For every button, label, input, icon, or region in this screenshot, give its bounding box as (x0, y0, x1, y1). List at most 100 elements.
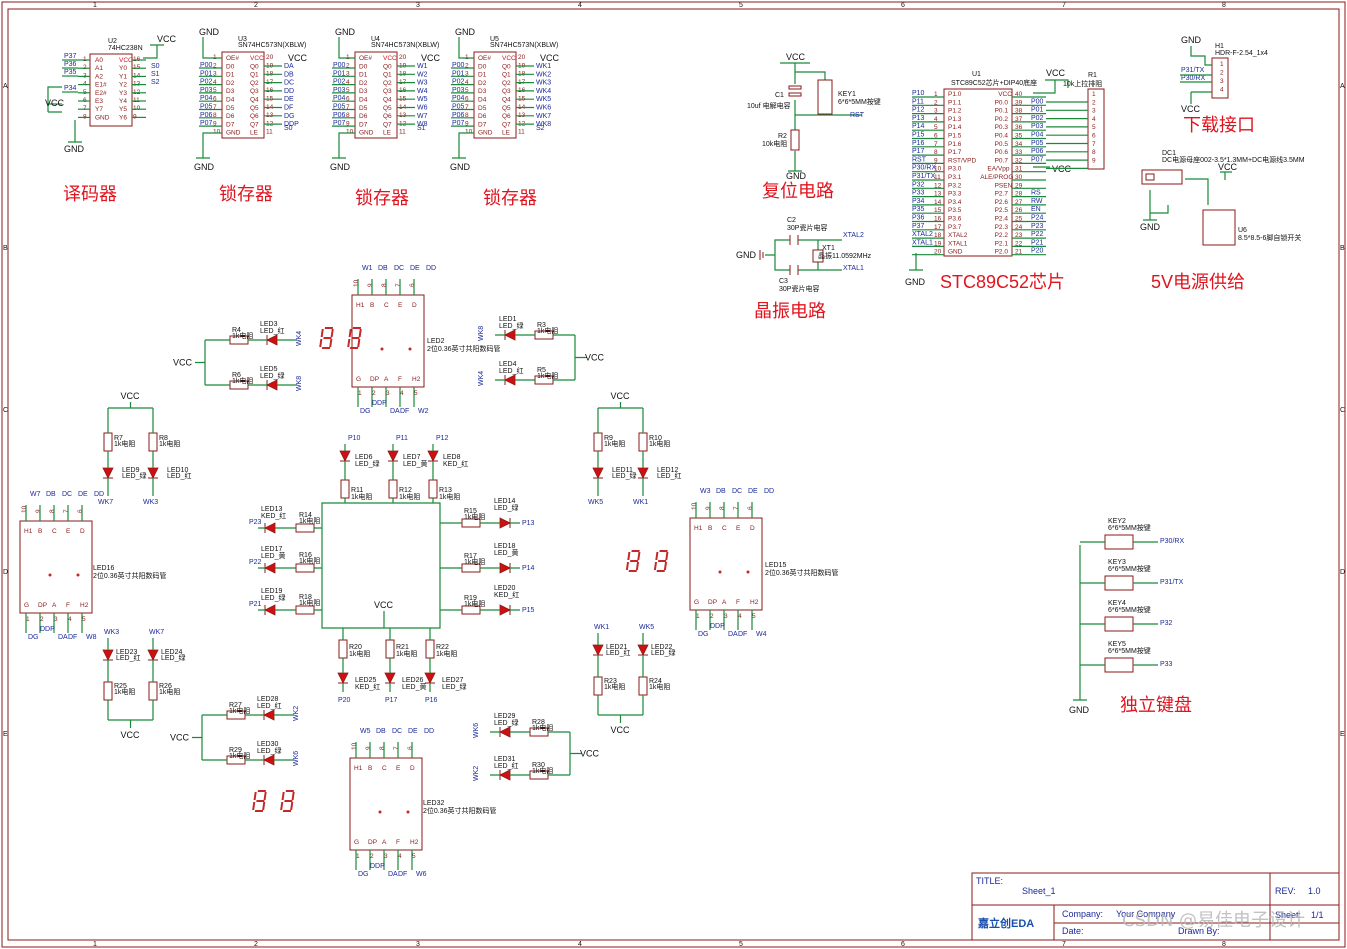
led-diode (337, 672, 349, 684)
resistor-ref: R15 (464, 508, 477, 515)
resistor (148, 432, 158, 452)
led-diode (499, 562, 511, 574)
latch-pin-num: 3 (213, 71, 217, 78)
led-ref: LED26 (402, 677, 424, 684)
latch-output-net: WK5 (536, 96, 551, 103)
led-value: LED_绿 (261, 593, 286, 602)
vcc-label: VCC (585, 353, 605, 363)
led-ref: LED10 (167, 467, 189, 474)
resistor-value: 1k电阻 (464, 599, 485, 608)
decoder-pin-label: Y6 (119, 114, 127, 121)
mcu-pin-num: 27 (1015, 199, 1023, 206)
mcu-pin-num: 8 (934, 149, 938, 156)
display-pin-num: 3 (54, 616, 58, 623)
segment-dp (406, 810, 410, 814)
led-net: WK3 (104, 629, 119, 636)
decoder-part: 74HC238N (108, 45, 143, 52)
display-body (351, 294, 425, 388)
latch-input-net: P04 (333, 95, 346, 102)
frame-row-label: D (3, 569, 8, 576)
svg-text:R1: R1 (1088, 72, 1097, 79)
mcu-net: P24 (1031, 215, 1044, 222)
led-ref: LED9 (122, 467, 140, 474)
mcu-net: P30/RX (912, 165, 936, 172)
latch-output-net: W2 (417, 71, 428, 78)
latch-gnd-top: GND (455, 27, 476, 37)
svg-text:Company:: Company: (1062, 909, 1103, 919)
title-latch-1: 锁存器 (219, 184, 273, 204)
latch-gnd-bottom: GND (450, 162, 471, 172)
led-net: P14 (522, 565, 535, 572)
mcu-pin: P0.1 (995, 108, 1009, 115)
key-net: P32 (1160, 620, 1173, 627)
key-net: P30/RX (1160, 538, 1184, 545)
mcu-net: P22 (1031, 231, 1044, 238)
svg-text:GND: GND (1140, 222, 1161, 232)
display-pin-label: DP (370, 376, 379, 383)
latch-pin: D1 (359, 72, 368, 79)
led-net: WK6 (293, 751, 300, 766)
led-value: LED_红 (116, 653, 141, 662)
mcu-pin: GND (948, 249, 963, 256)
wire (452, 132, 474, 159)
svg-text:DC电源母座002-3.5*1.3MM+DC电源线3.5MM: DC电源母座002-3.5*1.3MM+DC电源线3.5MM (1162, 155, 1305, 164)
resistor (103, 432, 113, 452)
resistor-value: 1k电阻 (159, 687, 180, 696)
latch-pin-num: 2 (346, 62, 350, 69)
decoder-gnd-label: GND (64, 144, 85, 154)
vcc-label: VCC (121, 730, 141, 740)
latch-pin-num: 6 (346, 96, 350, 103)
key-ref: KEY2 (1108, 518, 1126, 525)
mcu-pin-num: 30 (1015, 174, 1023, 181)
led-net: P22 (249, 559, 262, 566)
mcu-pin-num: 36 (1015, 124, 1023, 131)
mcu-pin: P2.2 (995, 232, 1009, 239)
display-pin-num: 6 (409, 283, 416, 287)
display-value: 2位0.36英寸共阳数码管 (93, 571, 167, 580)
mcu-pin: XTAL1 (948, 240, 968, 247)
led-value: KED_红 (261, 511, 286, 520)
segment (319, 339, 323, 347)
display-pin-num: 4 (398, 853, 402, 860)
key-body[interactable] (1104, 616, 1134, 632)
resistor-ref: R11 (351, 487, 363, 494)
latch-output-net: DE (284, 96, 294, 103)
display-top-net: DC (394, 265, 404, 272)
led-ref: LED13 (261, 506, 283, 513)
frame-col-label: 1 (93, 2, 97, 9)
resistor-value: 1k电阻 (399, 492, 420, 501)
led-diode (499, 517, 511, 529)
mcu-pin: P3.2 (948, 182, 962, 189)
key-body[interactable] (1104, 534, 1134, 550)
led-ref: LED8 (443, 454, 461, 461)
display-pin-label: A (384, 376, 389, 383)
led-net: WK1 (594, 624, 609, 631)
latch-pin: D4 (359, 97, 368, 104)
mcu-pin-num: 10 (934, 166, 942, 173)
mcu-pin: P1.0 (948, 91, 962, 98)
mcu-net: P34 (912, 198, 925, 205)
display-pin-label: D (410, 765, 415, 772)
segment (290, 802, 294, 810)
segment (329, 339, 333, 347)
display-pin-label: C (382, 765, 387, 772)
latch-pin-num: 20 (399, 54, 407, 61)
segment (330, 329, 334, 337)
latch-pin: D1 (226, 72, 235, 79)
led-net: WK2 (293, 706, 300, 721)
latch-input-net: P00 (452, 62, 465, 69)
led-value: LED_红 (657, 471, 682, 480)
key-body[interactable] (1104, 575, 1134, 591)
frame-col-label: 6 (901, 941, 905, 948)
display-ref: LED15 (765, 562, 787, 569)
led-value: LED_黄 (402, 682, 427, 691)
key-body[interactable] (1104, 657, 1134, 673)
mcu-pin-num: 21 (1015, 249, 1023, 256)
